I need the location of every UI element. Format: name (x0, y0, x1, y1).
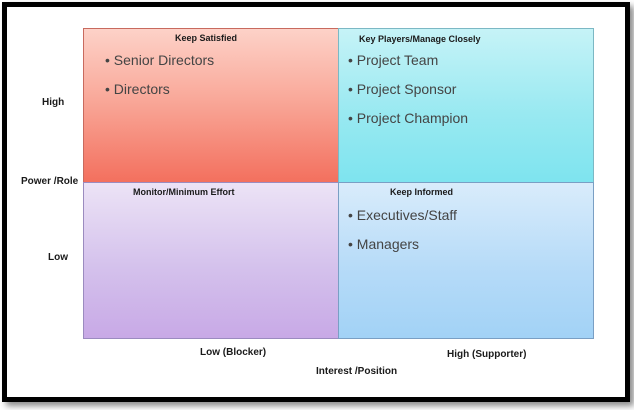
items-keep-satisfied: • Senior Directors• Directors (105, 51, 214, 109)
list-item: • Project Team (348, 51, 468, 80)
quadrant-title-key-players: Key Players/Manage Closely (359, 34, 481, 44)
bullet-icon: • (348, 236, 353, 252)
bullet-icon: • (105, 52, 110, 68)
list-item: • Project Sponsor (348, 80, 468, 109)
y-axis-title: Power /Role (21, 176, 79, 187)
items-key-players: • Project Team• Project Sponsor• Project… (348, 51, 468, 138)
quadrant-monitor (83, 182, 339, 339)
x-axis-low-label: Low (Blocker) (200, 347, 267, 358)
quadrant-title-keep-satisfied: Keep Satisfied (175, 33, 238, 43)
list-item-label: Project Team (356, 52, 439, 68)
list-item-label: Managers (356, 236, 420, 252)
x-axis-high-label: High (Supporter) (447, 349, 527, 360)
bullet-icon: • (348, 110, 353, 126)
bullet-icon: • (348, 52, 353, 68)
list-item-label: Directors (113, 81, 170, 97)
y-axis-low-label: Low (48, 252, 68, 263)
list-item-label: Project Champion (356, 110, 469, 126)
quadrant-keep-informed (338, 182, 594, 339)
list-item: • Directors (105, 80, 214, 109)
y-axis-high-label: High (42, 97, 65, 108)
list-item: • Managers (348, 235, 457, 264)
list-item-label: Project Sponsor (356, 81, 457, 97)
list-item: • Senior Directors (105, 51, 214, 80)
quadrant-title-keep-informed: Keep Informed (390, 187, 454, 197)
bullet-icon: • (348, 81, 353, 97)
list-item: • Project Champion (348, 109, 468, 138)
bullet-icon: • (348, 207, 353, 223)
list-item: • Executives/Staff (348, 206, 457, 235)
items-keep-informed: • Executives/Staff• Managers (348, 206, 457, 264)
list-item-label: Senior Directors (113, 52, 215, 68)
quadrant-title-monitor: Monitor/Minimum Effort (133, 187, 235, 197)
quadrant-keep-satisfied (83, 28, 339, 183)
bullet-icon: • (105, 81, 110, 97)
list-item-label: Executives/Staff (356, 207, 457, 223)
x-axis-title: Interest /Position (316, 366, 398, 377)
